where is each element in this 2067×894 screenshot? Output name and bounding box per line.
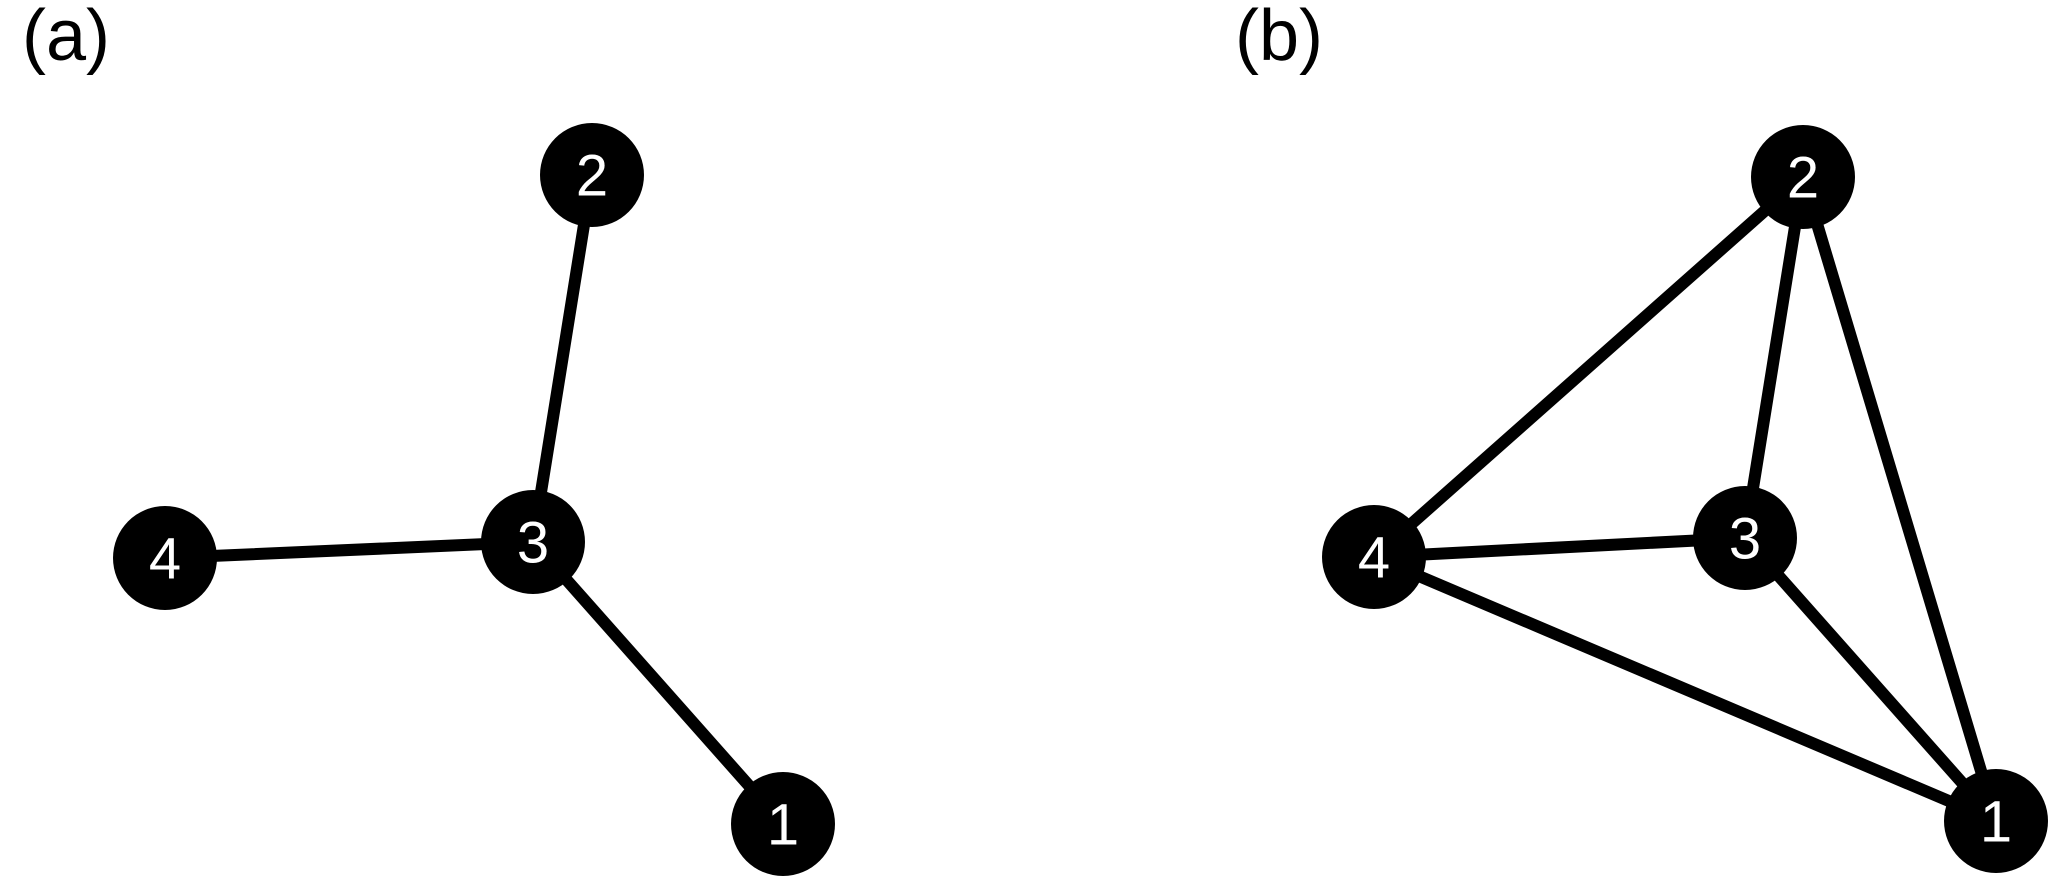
node-label: 2 [576, 144, 608, 209]
node-circle[interactable] [113, 506, 217, 610]
graph-edge-a-3-1 [527, 536, 789, 830]
node-circle[interactable] [1944, 769, 2048, 873]
graph-edge-a-3-4 [159, 536, 539, 564]
graph-edge-b-3-1 [1739, 532, 2002, 827]
node-label: 3 [1729, 507, 1761, 572]
node-circle[interactable] [1322, 505, 1426, 609]
graph-edge-b-2-3 [1739, 171, 1809, 544]
node-label: 4 [149, 527, 181, 592]
graph-node-a-4[interactable]: 4 [113, 506, 217, 610]
graph-node-a-1[interactable]: 1 [731, 772, 835, 876]
node-label: 4 [1358, 526, 1390, 591]
graph-edge-b-4-1 [1368, 551, 2002, 827]
node-circle[interactable] [731, 772, 835, 876]
node-label: 1 [767, 793, 799, 858]
graph-edge-b-2-1 [1797, 171, 2002, 827]
graph-edge-b-4-3 [1368, 532, 1751, 563]
graph-node-b-2[interactable]: 2 [1751, 125, 1855, 229]
graph-node-b-1[interactable]: 1 [1944, 769, 2048, 873]
node-circle[interactable] [1751, 125, 1855, 229]
panel-label-a: (a) [22, 0, 110, 76]
node-circle[interactable] [481, 490, 585, 594]
edges-layer [159, 169, 2002, 830]
graph-node-b-3[interactable]: 3 [1693, 486, 1797, 590]
node-label: 2 [1787, 146, 1819, 211]
graph-node-a-2[interactable]: 2 [540, 123, 644, 227]
node-circle[interactable] [540, 123, 644, 227]
node-label: 1 [1980, 790, 2012, 855]
node-circle[interactable] [1693, 486, 1797, 590]
panel-label-b: (b) [1235, 0, 1323, 76]
graph-edge-b-2-4 [1368, 171, 1809, 563]
graph-node-a-3[interactable]: 3 [481, 490, 585, 594]
graph-edge-a-3-2 [527, 169, 598, 548]
graph-node-b-4[interactable]: 4 [1322, 505, 1426, 609]
panel-labels-layer: (a) (b) [22, 0, 1323, 76]
nodes-layer: 1 2 3 4 1 2 3 4 [113, 123, 2048, 876]
node-label: 3 [517, 511, 549, 576]
